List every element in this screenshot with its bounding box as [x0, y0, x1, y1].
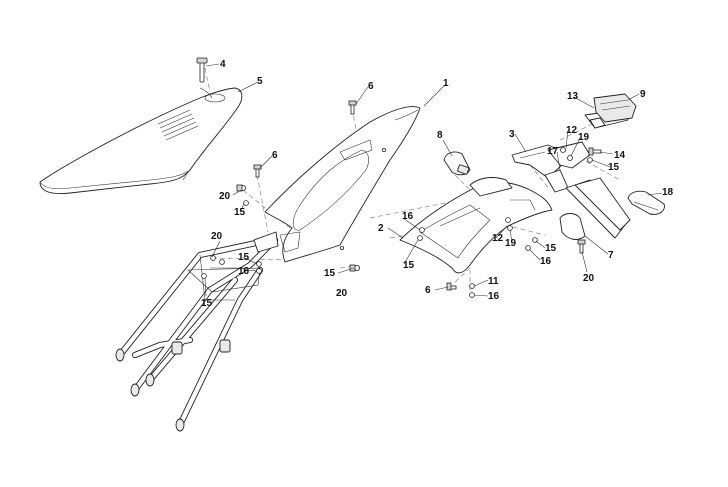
- callout-c20d: 20: [583, 273, 595, 284]
- callout-c13: 13: [567, 91, 579, 102]
- callout-c5: 5: [257, 76, 263, 87]
- callout-c1: 1: [443, 78, 449, 89]
- callout-c15c: 15: [201, 298, 213, 309]
- tail-cover: [264, 106, 421, 263]
- callout-c20c: 20: [336, 288, 348, 299]
- callout-c16d: 16: [488, 291, 500, 302]
- callout-c14: 14: [614, 150, 626, 161]
- callout-c15b: 15: [238, 252, 250, 263]
- callout-c19b: 19: [578, 132, 590, 143]
- seat: [39, 87, 243, 194]
- reflector: [627, 190, 665, 215]
- assembly-lines: [204, 67, 661, 290]
- callout-c6c: 6: [425, 285, 431, 296]
- callout-c20a: 20: [219, 191, 231, 202]
- rear-mudguard: [399, 177, 553, 274]
- rear-subframe: [115, 231, 279, 432]
- turn-indicator-left: [443, 151, 471, 176]
- callout-c16a: 16: [402, 211, 414, 222]
- callout-c15e: 15: [403, 260, 415, 271]
- plate-support-arm: [559, 177, 631, 240]
- tail-light: [584, 93, 637, 129]
- callout-c16b: 16: [238, 266, 250, 277]
- callout-c16c: 16: [540, 256, 552, 267]
- tail-cover-bolts: [201, 100, 360, 279]
- callout-c17: 17: [547, 146, 559, 157]
- callout-c3: 3: [509, 129, 515, 140]
- callout-c9: 9: [640, 89, 646, 100]
- callout-c11: 11: [488, 276, 499, 287]
- seat-bolt: [196, 57, 208, 83]
- leader-lines: [204, 63, 663, 297]
- callout-c12b: 12: [566, 125, 578, 136]
- callout-c2: 2: [378, 223, 384, 234]
- callout-c12a: 12: [492, 233, 504, 244]
- callout-c7: 7: [608, 250, 614, 261]
- callout-c19a: 19: [505, 238, 517, 249]
- callout-c15d: 15: [324, 268, 336, 279]
- callout-c4: 4: [220, 59, 226, 70]
- callout-c15a: 15: [234, 207, 246, 218]
- callout-c20b: 20: [211, 231, 223, 242]
- callout-c6b: 6: [272, 150, 278, 161]
- callout-c15f: 15: [545, 243, 557, 254]
- callout-c15g: 15: [608, 162, 620, 173]
- callout-c18: 18: [662, 187, 674, 198]
- callout-c6a: 6: [368, 81, 374, 92]
- callout-c8: 8: [437, 130, 443, 141]
